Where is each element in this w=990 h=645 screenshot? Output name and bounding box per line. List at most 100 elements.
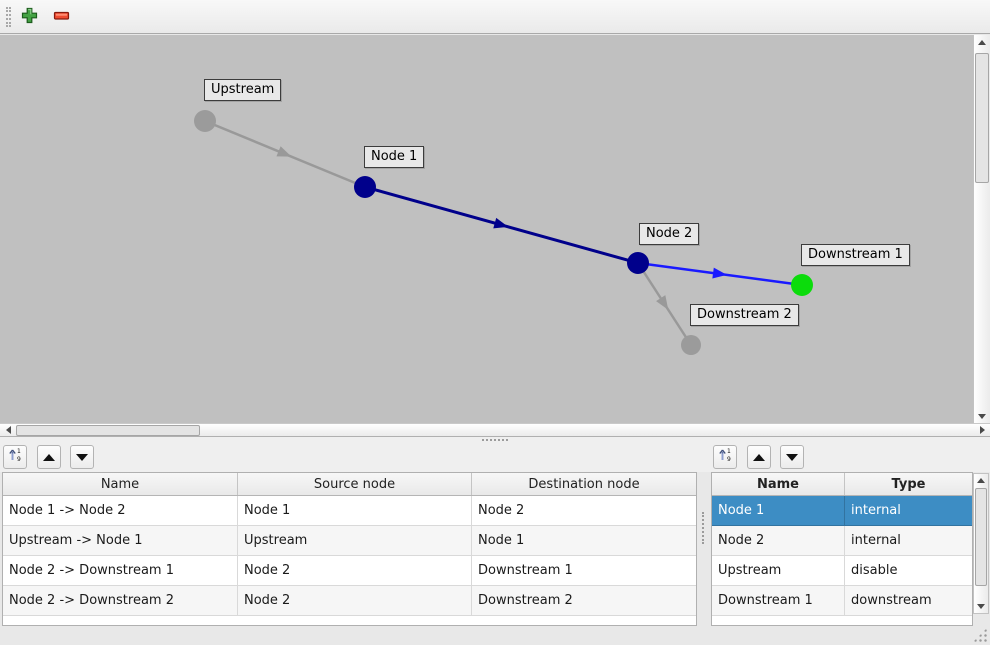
sort-ascending-icon: 1 9	[717, 447, 733, 467]
cell-source[interactable]: Node 2	[238, 586, 472, 616]
edge-arrow-icon	[656, 295, 669, 310]
edge-arrow-icon	[712, 267, 727, 279]
scroll-down-button[interactable]	[974, 600, 988, 613]
vertical-scrollbar-thumb[interactable]	[975, 53, 989, 183]
cell-name[interactable]: Node 1	[712, 496, 845, 526]
svg-text:1: 1	[727, 448, 731, 455]
horizontal-scrollbar-thumb[interactable]	[16, 425, 200, 436]
nodes-move-up-button[interactable]	[747, 445, 771, 469]
empty-row	[3, 616, 696, 625]
edges-move-down-button[interactable]	[70, 445, 94, 469]
node-label-downstream-1[interactable]: Downstream 1	[801, 244, 910, 266]
scroll-right-button[interactable]	[975, 424, 989, 436]
horizontal-splitter-handle[interactable]	[482, 439, 508, 442]
cell-type[interactable]: internal	[845, 496, 972, 526]
edge-arrow-icon	[493, 217, 509, 229]
scroll-down-button[interactable]	[974, 409, 990, 423]
cell-name[interactable]: Upstream	[712, 556, 845, 586]
svg-text:9: 9	[17, 456, 21, 463]
edges-table: Name Source node Destination node Node 1…	[2, 472, 697, 626]
main-toolbar	[0, 0, 990, 34]
svg-text:9: 9	[727, 456, 731, 463]
vertical-splitter-handle[interactable]	[698, 472, 711, 624]
cell-destination[interactable]: Downstream 1	[472, 556, 696, 586]
scroll-up-button[interactable]	[974, 474, 988, 487]
graph-node-node-1[interactable]	[354, 176, 376, 198]
graph-node-downstream-1[interactable]	[791, 274, 813, 296]
column-header-name[interactable]: Name	[712, 473, 845, 495]
column-header-source-node[interactable]: Source node	[238, 473, 472, 495]
cell-name[interactable]: Node 2 -> Downstream 1	[3, 556, 238, 586]
cell-destination[interactable]: Downstream 2	[472, 586, 696, 616]
window-resize-grip[interactable]	[972, 627, 988, 643]
cell-source[interactable]: Node 1	[238, 496, 472, 526]
cell-name[interactable]: Downstream 1	[712, 586, 845, 616]
sort-ascending-icon: 1 9	[7, 447, 23, 467]
nodes-move-down-button[interactable]	[780, 445, 804, 469]
nodes-sort-button[interactable]: 1 9	[713, 445, 737, 469]
cell-type[interactable]: downstream	[845, 586, 972, 616]
cell-name[interactable]: Node 2	[712, 526, 845, 556]
triangle-up-icon	[978, 39, 986, 45]
scroll-up-button[interactable]	[974, 35, 990, 49]
cell-type[interactable]: internal	[845, 526, 972, 556]
triangle-up-icon	[753, 453, 765, 461]
cell-source[interactable]: Node 2	[238, 556, 472, 586]
column-header-destination-node[interactable]: Destination node	[528, 476, 640, 492]
empty-row	[712, 616, 972, 625]
triangle-right-icon	[979, 426, 985, 434]
cell-name[interactable]: Node 1 -> Node 2	[3, 496, 238, 526]
cell-name[interactable]: Upstream -> Node 1	[3, 526, 238, 556]
svg-text:1: 1	[17, 448, 21, 455]
nodes-table-scrollbar[interactable]	[973, 473, 989, 614]
node-label-upstream[interactable]: Upstream	[204, 79, 282, 101]
triangle-down-icon	[977, 604, 985, 609]
edges-sort-button[interactable]: 1 9	[3, 445, 27, 469]
graph-node-downstream-2[interactable]	[681, 335, 701, 355]
node-label-downstream-2[interactable]: Downstream 2	[690, 304, 799, 326]
scroll-left-button[interactable]	[1, 424, 15, 436]
cell-source[interactable]: Upstream	[238, 526, 472, 556]
edges-move-up-button[interactable]	[37, 445, 61, 469]
column-header-type[interactable]: Type	[891, 476, 926, 492]
canvas-vertical-scrollbar[interactable]	[973, 35, 990, 423]
column-header-name[interactable]: Name	[3, 473, 238, 495]
triangle-down-icon	[786, 453, 798, 461]
splitter-grip-dots	[702, 512, 705, 544]
cell-name[interactable]: Node 2 -> Downstream 2	[3, 586, 238, 616]
add-button[interactable]	[17, 6, 41, 29]
triangle-up-icon	[977, 478, 985, 483]
cell-type[interactable]: disable	[845, 556, 972, 586]
toolbar-drag-handle[interactable]	[6, 7, 11, 27]
cell-destination[interactable]: Node 1	[472, 526, 696, 556]
edges-table-header: Name Source node Destination node	[3, 473, 696, 496]
graph-svg	[194, 110, 813, 355]
node-label-node-1[interactable]: Node 1	[364, 146, 425, 168]
edge-arrow-icon	[276, 146, 292, 157]
node-label-node-2[interactable]: Node 2	[639, 223, 700, 245]
graph-node-node-2[interactable]	[627, 252, 649, 274]
canvas-horizontal-scrollbar[interactable]	[0, 423, 990, 437]
triangle-down-icon	[76, 453, 88, 461]
remove-button[interactable]	[49, 6, 73, 29]
plus-icon	[21, 7, 38, 28]
graph-node-upstream[interactable]	[194, 110, 216, 132]
triangle-left-icon	[5, 426, 11, 434]
scrollbar-thumb[interactable]	[975, 488, 987, 586]
nodes-table-header: Name Type	[712, 473, 972, 496]
minus-icon	[53, 7, 70, 28]
cell-destination[interactable]: Node 2	[472, 496, 696, 526]
triangle-up-icon	[43, 453, 55, 461]
